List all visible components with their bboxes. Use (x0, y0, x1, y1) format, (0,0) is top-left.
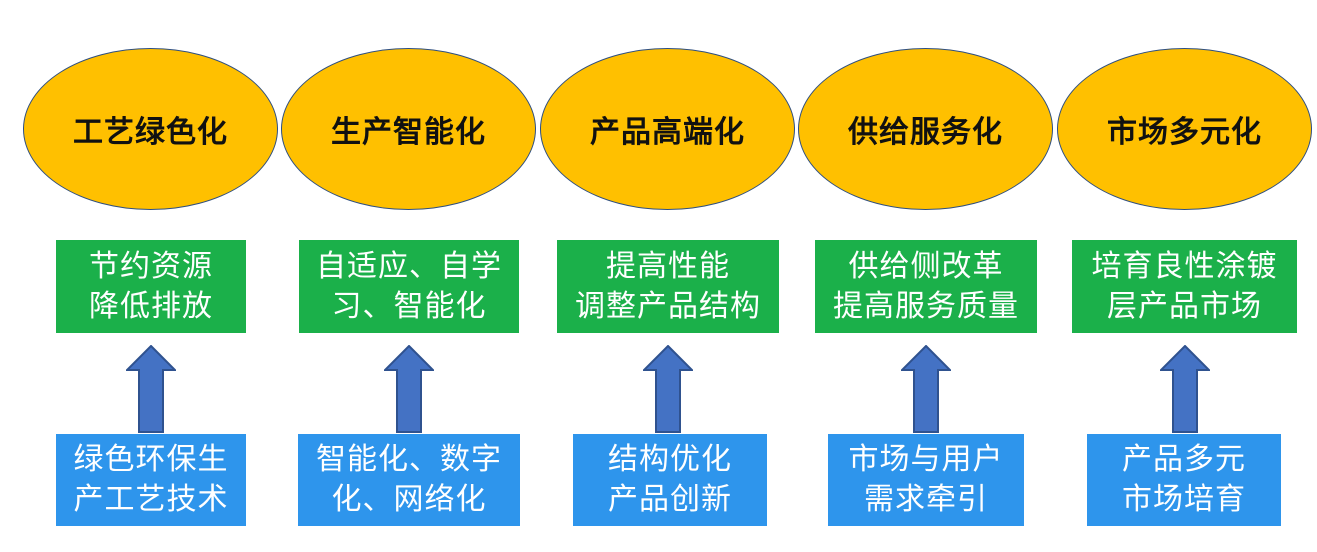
title-label-1: 工艺绿色化 (73, 115, 228, 150)
title-label-2: 生产智能化 (331, 115, 486, 150)
title-label-5: 市场多元化 (1107, 115, 1262, 150)
up-arrow-icon (126, 345, 176, 433)
title-label-3: 产品高端化 (590, 115, 745, 150)
driver-line: 市场培育 (1122, 482, 1246, 517)
up-arrow-icon (901, 345, 951, 433)
driver-line: 智能化、数字 (316, 442, 502, 477)
goal-line: 层产品市场 (1107, 288, 1262, 324)
ellipse-title-3: 产品高端化 (540, 48, 795, 210)
goal-line: 调整产品结构 (575, 288, 761, 324)
goal-line: 提高服务质量 (833, 288, 1019, 324)
goal-line: 习、智能化 (331, 288, 487, 324)
driver-box-3: 结构优化 产品创新 (573, 434, 767, 526)
goal-box-3: 提高性能 调整产品结构 (557, 240, 779, 333)
goal-box-2: 自适应、自学 习、智能化 (299, 240, 519, 333)
goal-line: 节约资源 (89, 248, 213, 284)
ellipse-title-2: 生产智能化 (281, 48, 536, 210)
driver-line: 市场与用户 (848, 442, 1004, 477)
driver-line: 化、网络化 (331, 482, 487, 517)
up-arrow-icon (384, 345, 434, 433)
driver-box-4: 市场与用户 需求牵引 (828, 434, 1024, 526)
ellipse-title-5: 市场多元化 (1057, 48, 1312, 210)
driver-box-5: 产品多元 市场培育 (1087, 434, 1281, 526)
up-arrow-icon (643, 345, 693, 433)
driver-box-2: 智能化、数字 化、网络化 (298, 434, 520, 526)
goal-box-1: 节约资源 降低排放 (56, 240, 246, 333)
goal-box-4: 供给侧改革 提高服务质量 (815, 240, 1037, 333)
goal-box-5: 培育良性涂镀 层产品市场 (1072, 240, 1297, 333)
driver-line: 结构优化 (608, 442, 732, 477)
title-label-4: 供给服务化 (848, 115, 1003, 150)
goal-line: 自适应、自学 (316, 248, 502, 284)
driver-line: 绿色环保生 (73, 442, 229, 477)
ellipse-title-1: 工艺绿色化 (23, 48, 278, 210)
driver-box-1: 绿色环保生 产工艺技术 (56, 434, 246, 526)
up-arrow-icon (1160, 345, 1210, 433)
goal-line: 降低排放 (89, 288, 213, 324)
driver-line: 产品创新 (608, 482, 732, 517)
goal-line: 培育良性涂镀 (1091, 248, 1278, 284)
driver-line: 需求牵引 (864, 482, 988, 517)
goal-line: 供给侧改革 (848, 248, 1004, 284)
goal-line: 提高性能 (606, 248, 730, 284)
driver-line: 产工艺技术 (73, 482, 229, 517)
driver-line: 产品多元 (1122, 442, 1246, 477)
ellipse-title-4: 供给服务化 (798, 48, 1053, 210)
